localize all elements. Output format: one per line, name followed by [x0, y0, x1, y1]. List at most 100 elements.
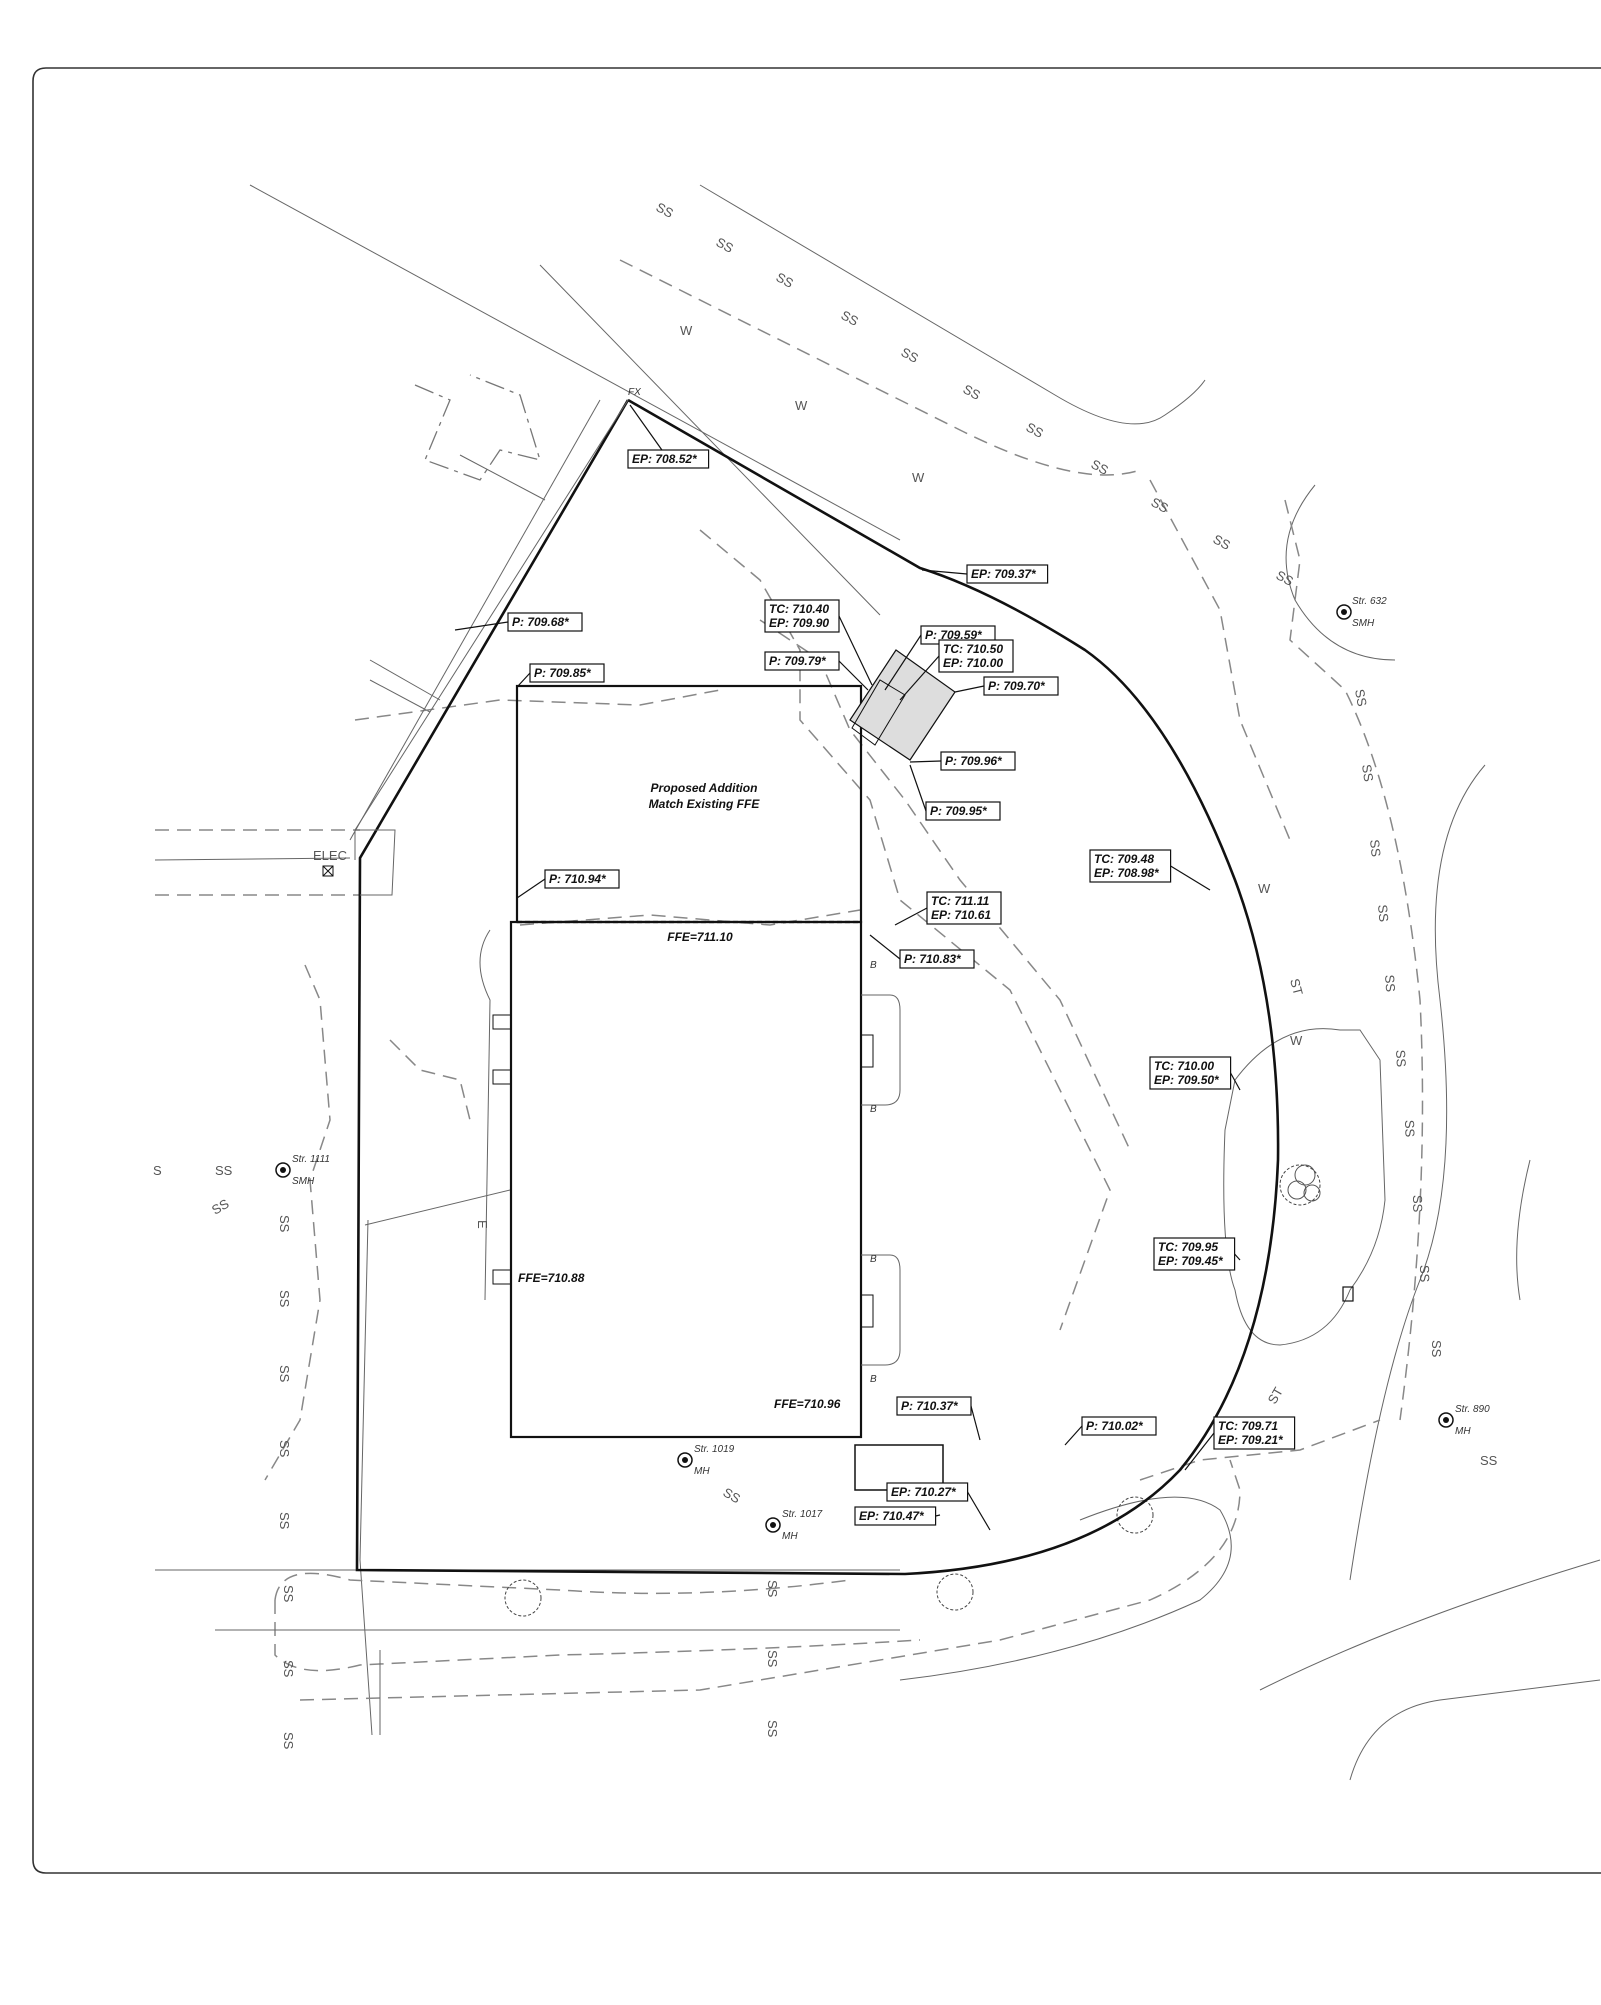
spot-grade-text: P: 709.79*	[769, 654, 827, 668]
callout-leader	[1230, 1072, 1241, 1091]
spot-grade-text: TC: 709.71	[1218, 1419, 1278, 1433]
water-label: W	[1290, 1033, 1303, 1048]
callout-leader	[838, 660, 869, 691]
spot-grade-text: EP: 709.37*	[971, 567, 1037, 581]
ss-label: SS	[839, 307, 862, 329]
callout-box	[886, 1482, 969, 1502]
water-label: W	[680, 323, 693, 338]
svg-text:MH: MH	[694, 1466, 710, 1477]
addition-title-line1: Proposed Addition	[651, 781, 758, 795]
hatched-pad	[849, 649, 956, 761]
spot-grade-text: P: 710.02*	[1086, 1419, 1144, 1433]
svg-text:MH: MH	[1455, 1426, 1471, 1437]
callout-leader	[967, 1491, 991, 1531]
ss-label: SS	[1480, 1453, 1498, 1468]
spot-grade-callout: P: 710.37*	[896, 1396, 981, 1441]
svg-text:Str. 890: Str. 890	[1455, 1404, 1490, 1415]
spot-grade-text: P: 709.85*	[534, 666, 592, 680]
ss-label: SS	[277, 1365, 292, 1383]
tree-icon	[936, 1573, 974, 1611]
spot-grade-text: EP: 708.98*	[1094, 866, 1160, 880]
manhole-icon	[677, 1452, 693, 1468]
spot-grade-callout: P: 710.94*	[516, 869, 620, 899]
building	[479, 649, 956, 1491]
spot-grade-text: EP: 710.27*	[891, 1485, 957, 1499]
callout-leader	[838, 615, 873, 686]
utility-labels: SS SS SS SS SS SS SS SS SS SS SS SS SS S…	[153, 199, 1498, 1749]
sheet-border	[32, 67, 1601, 1874]
callout-leader	[935, 1514, 941, 1517]
callout-box	[983, 676, 1059, 696]
svg-text:MH: MH	[782, 1531, 798, 1542]
spot-grade-callout: P: 709.68*	[454, 612, 583, 632]
callout-leader	[1234, 1253, 1241, 1261]
ss-label: SS	[1211, 531, 1234, 553]
spot-grade-callout: P: 709.85*	[517, 663, 605, 687]
spot-grade-callout: EP: 710.47*	[854, 1506, 941, 1526]
ss-label: SS	[277, 1290, 292, 1308]
callout-box	[764, 651, 840, 671]
spot-grade-text: EP: 710.47*	[859, 1509, 925, 1523]
callout-leader	[516, 878, 546, 899]
ss-label: SS	[721, 1485, 744, 1507]
water-label: W	[1258, 881, 1271, 896]
ss-label: SS	[765, 1580, 780, 1598]
spot-grade-text: P: 710.37*	[901, 1399, 959, 1413]
spot-grade-text: TC: 711.11	[931, 894, 990, 908]
spot-grade-text: P: 709.96*	[945, 754, 1003, 768]
callout-leader	[1184, 1432, 1215, 1471]
ss-label: SS	[1393, 1049, 1409, 1067]
callout-leader	[1170, 865, 1211, 891]
spot-grade-callouts: EP: 708.52*EP: 709.37*P: 709.68*P: 709.8…	[454, 404, 1296, 1531]
spot-grade-callout: P: 709.79*	[764, 651, 869, 691]
callout-box	[896, 1396, 972, 1416]
ss-label: SS	[277, 1512, 292, 1530]
callout-box	[1089, 849, 1172, 883]
svg-text:SMH: SMH	[1352, 618, 1375, 629]
ss-label: SS	[1359, 763, 1376, 783]
bollard-label: B	[870, 960, 877, 971]
storm-label: ST	[1287, 977, 1306, 997]
callout-leader	[909, 760, 942, 763]
spot-grade-text: P: 709.70*	[988, 679, 1046, 693]
spot-grade-callout: P: 710.83*	[869, 934, 975, 969]
callout-leader	[921, 569, 968, 575]
ss-label: SS	[1382, 974, 1398, 993]
manhole-icon	[1336, 604, 1352, 620]
callout-box	[1213, 1416, 1296, 1450]
svg-text:Str. 632: Str. 632	[1352, 596, 1387, 607]
ss-label: SS	[1274, 567, 1297, 589]
spot-grade-text: TC: 709.95	[1158, 1240, 1218, 1254]
ffe-left: FFE=710.88	[518, 1271, 585, 1285]
spot-grade-text: P: 709.95*	[930, 804, 988, 818]
storm-label: ST	[1265, 1385, 1286, 1407]
spot-grade-callout: P: 709.96*	[909, 751, 1016, 771]
callout-box	[966, 564, 1049, 584]
manhole-icon	[275, 1162, 291, 1178]
addition-title-line2: Match Existing FFE	[649, 797, 761, 811]
callout-box	[1149, 1056, 1232, 1090]
bollard-label: B	[870, 1254, 877, 1265]
tree-icon	[1279, 1164, 1321, 1206]
callout-box	[938, 639, 1014, 673]
ss-label: SS	[277, 1440, 292, 1458]
tree-icon	[1116, 1496, 1154, 1534]
ss-label: SS	[714, 234, 737, 256]
svg-text:Str. 1019: Str. 1019	[694, 1444, 735, 1455]
spot-grade-callout: P: 709.70*	[954, 676, 1059, 696]
svg-text:Str. 1111: Str. 1111	[292, 1154, 330, 1165]
structure-labels: Str. 1111 SMH Str. 632 SMH Str. 1019 MH …	[292, 596, 1490, 1542]
svg-text:SMH: SMH	[292, 1176, 315, 1187]
callout-box	[764, 599, 840, 633]
spot-grade-text: EP: 710.61	[931, 908, 991, 922]
landscape-island	[1223, 1028, 1386, 1346]
structures	[275, 604, 1454, 1533]
callout-leader	[884, 634, 922, 691]
